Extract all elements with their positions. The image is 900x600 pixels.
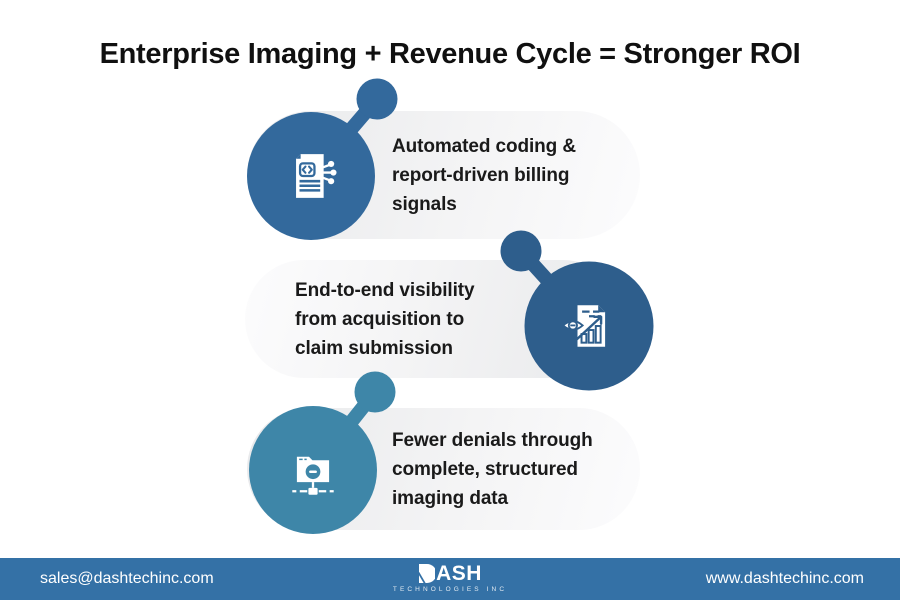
card-text-line: from acquisition to (295, 308, 465, 330)
footer-email: sales@dashtechinc.com (40, 570, 214, 587)
card-text-line: imaging data (392, 487, 508, 509)
card-pill: End-to-end visibility from acquisition t… (245, 260, 622, 378)
card-text-line: End-to-end visibility (295, 279, 475, 301)
card-text-line: claim submission (295, 337, 453, 359)
card-text-line: signals (392, 193, 457, 215)
logo-subtitle: TECHNOLOGIES INC (392, 586, 508, 593)
card-text: Automated coding & report-driven billing… (392, 132, 576, 219)
logo-d-icon (419, 564, 436, 583)
footer-bar: sales@dashtechinc.com ASH TECHNOLOGIES I… (0, 558, 900, 600)
dash-logo: ASH TECHNOLOGIES INC (0, 562, 900, 593)
card-pill: Fewer denials through complete, structur… (247, 408, 640, 530)
logo-wordmark: ASH (418, 562, 482, 584)
card-text-line: Automated coding & (392, 135, 576, 157)
footer-website: www.dashtechinc.com (705, 570, 864, 587)
card-text-line: complete, structured (392, 458, 578, 480)
card-text: End-to-end visibility from acquisition t… (295, 276, 475, 363)
card-text-line: report-driven billing (392, 164, 570, 186)
card-pill: Automated coding & report-driven billing… (247, 111, 640, 239)
card-text: Fewer denials through complete, structur… (392, 426, 593, 513)
logo-wordmark-rest: ASH (436, 562, 482, 585)
page-title: Enterprise Imaging + Revenue Cycle = Str… (99, 38, 801, 70)
card-text-line: Fewer denials through (392, 429, 593, 451)
